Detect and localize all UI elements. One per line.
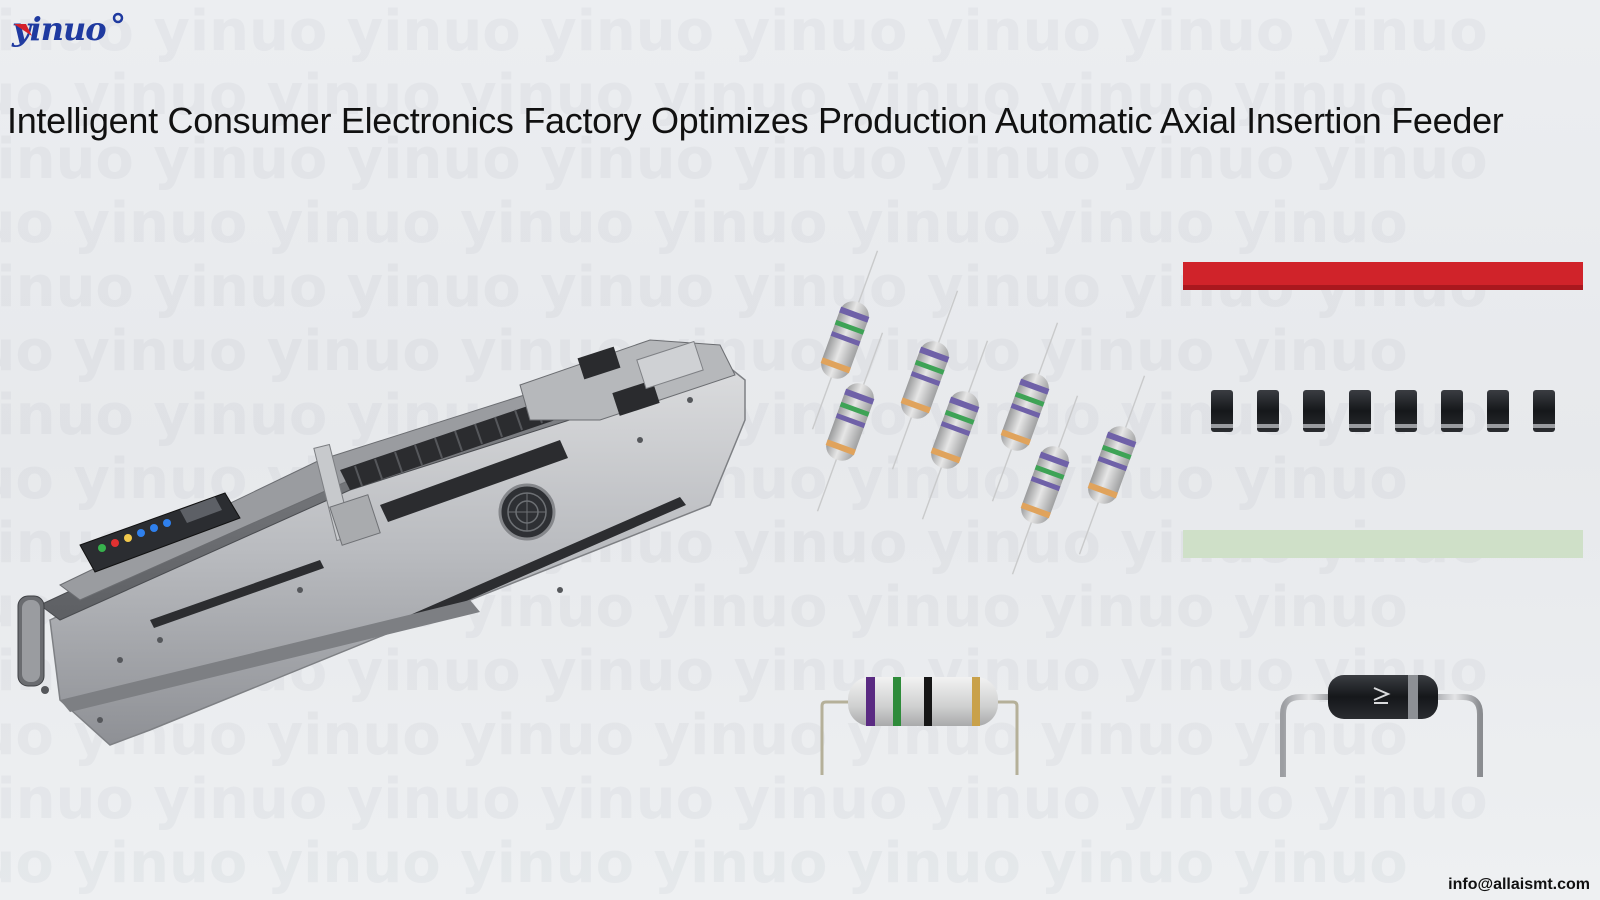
brand-logo[interactable]: yinuo [12, 10, 127, 50]
axial-feeder-image [17, 339, 746, 746]
page-title: Intelligent Consumer Electronics Factory… [7, 100, 1504, 141]
formed-resistor-image [820, 677, 1019, 775]
diode-strip-image [1183, 262, 1583, 558]
contact-email[interactable]: info@allaismt.com [1448, 876, 1590, 893]
formed-diode-image [1280, 675, 1483, 777]
taped-resistors-image [797, 244, 1160, 581]
logo-accent-icon [14, 12, 124, 36]
